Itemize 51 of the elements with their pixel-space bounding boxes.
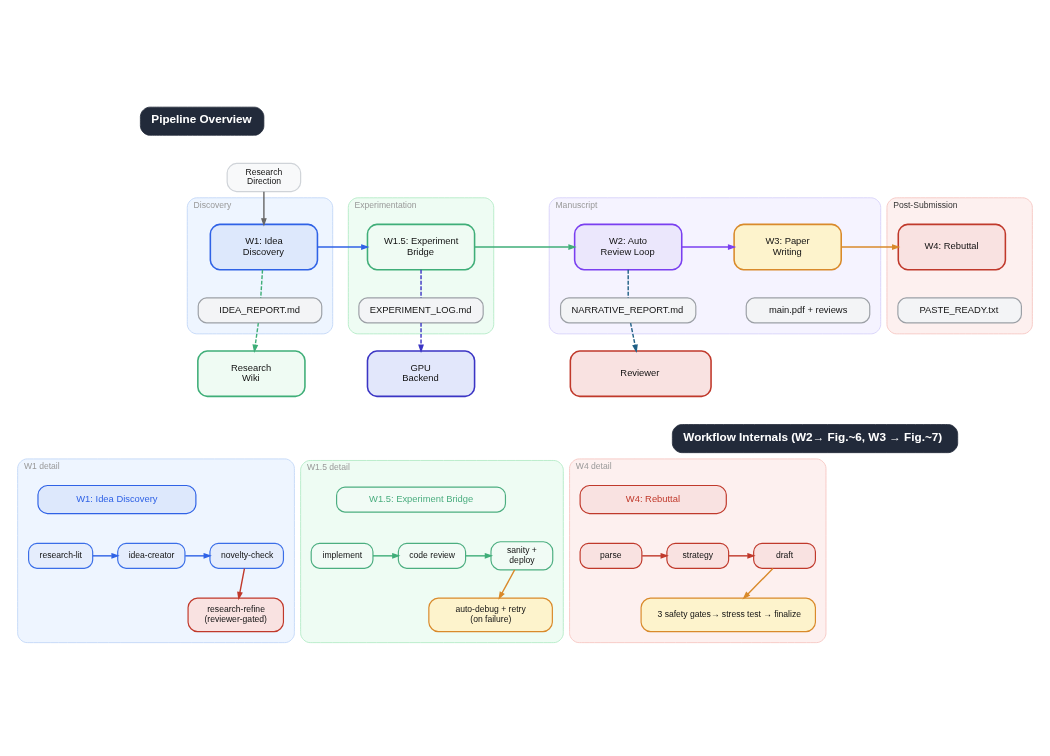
node-box: Research Direction — [226, 162, 302, 193]
arrow — [261, 191, 267, 227]
node-box: novelty-check — [209, 542, 285, 569]
arrow — [641, 552, 669, 559]
node-box: W3: Paper Writing — [733, 223, 842, 271]
node-box: idea-creator — [117, 542, 186, 569]
node-box: NARRATIVE_REPORT.md — [560, 297, 697, 324]
node-box: implement — [310, 542, 374, 569]
arrow — [418, 322, 424, 353]
arrow — [252, 322, 260, 353]
arrow — [840, 244, 901, 250]
node-box: W1: Idea Discovery — [37, 484, 197, 515]
arrow — [184, 552, 212, 559]
arrow — [464, 552, 494, 559]
arrow — [629, 322, 638, 353]
arrow — [742, 567, 774, 600]
arrow — [316, 244, 370, 250]
node-box: IDEA_REPORT.md — [197, 297, 323, 324]
arrow — [92, 552, 120, 559]
connector — [260, 269, 264, 299]
node-box: strategy — [666, 542, 730, 569]
node-box: 3 safety gates→ stress test → finalize — [640, 597, 816, 633]
node-box: EXPERIMENT_LOG.md — [358, 297, 484, 324]
node-box: draft — [753, 542, 816, 569]
node-box: W4: Rebuttal — [579, 484, 727, 515]
node-box: W1: Idea Discovery — [209, 223, 319, 271]
node-box: W1.5: Experiment Bridge — [336, 486, 507, 513]
connector — [627, 269, 629, 299]
node-box: research-lit — [28, 542, 94, 569]
node-box: GPU Backend — [366, 350, 476, 398]
node-box: W1.5: Experiment Bridge — [366, 223, 476, 271]
node-box: W2: Auto Review Loop — [573, 223, 683, 271]
node-box: PASTE_READY.txt — [897, 297, 1022, 324]
node-box: parse — [579, 542, 643, 569]
connector — [420, 269, 422, 299]
arrow — [473, 244, 577, 250]
node-box: Reviewer — [569, 350, 712, 398]
arrow — [372, 552, 401, 559]
node-box: Workflow Internals (W2→ Fig.~6, W3 → Fig.~7) — [671, 424, 959, 454]
node-box: Pipeline Overview — [140, 106, 265, 136]
arrow — [728, 552, 756, 559]
node-box: Research Wiki — [197, 350, 306, 398]
node-box: main.pdf + reviews — [745, 297, 871, 324]
node-box: code review — [397, 542, 467, 569]
node-box: research-refine (reviewer-gated) — [187, 597, 285, 633]
arrow — [498, 569, 516, 600]
node-box: auto-debug + retry (on failure) — [428, 597, 553, 633]
arrow — [237, 567, 246, 601]
node-box: sanity + deploy — [490, 541, 554, 571]
node-box: W4: Rebuttal — [897, 223, 1007, 271]
arrow — [681, 244, 737, 250]
